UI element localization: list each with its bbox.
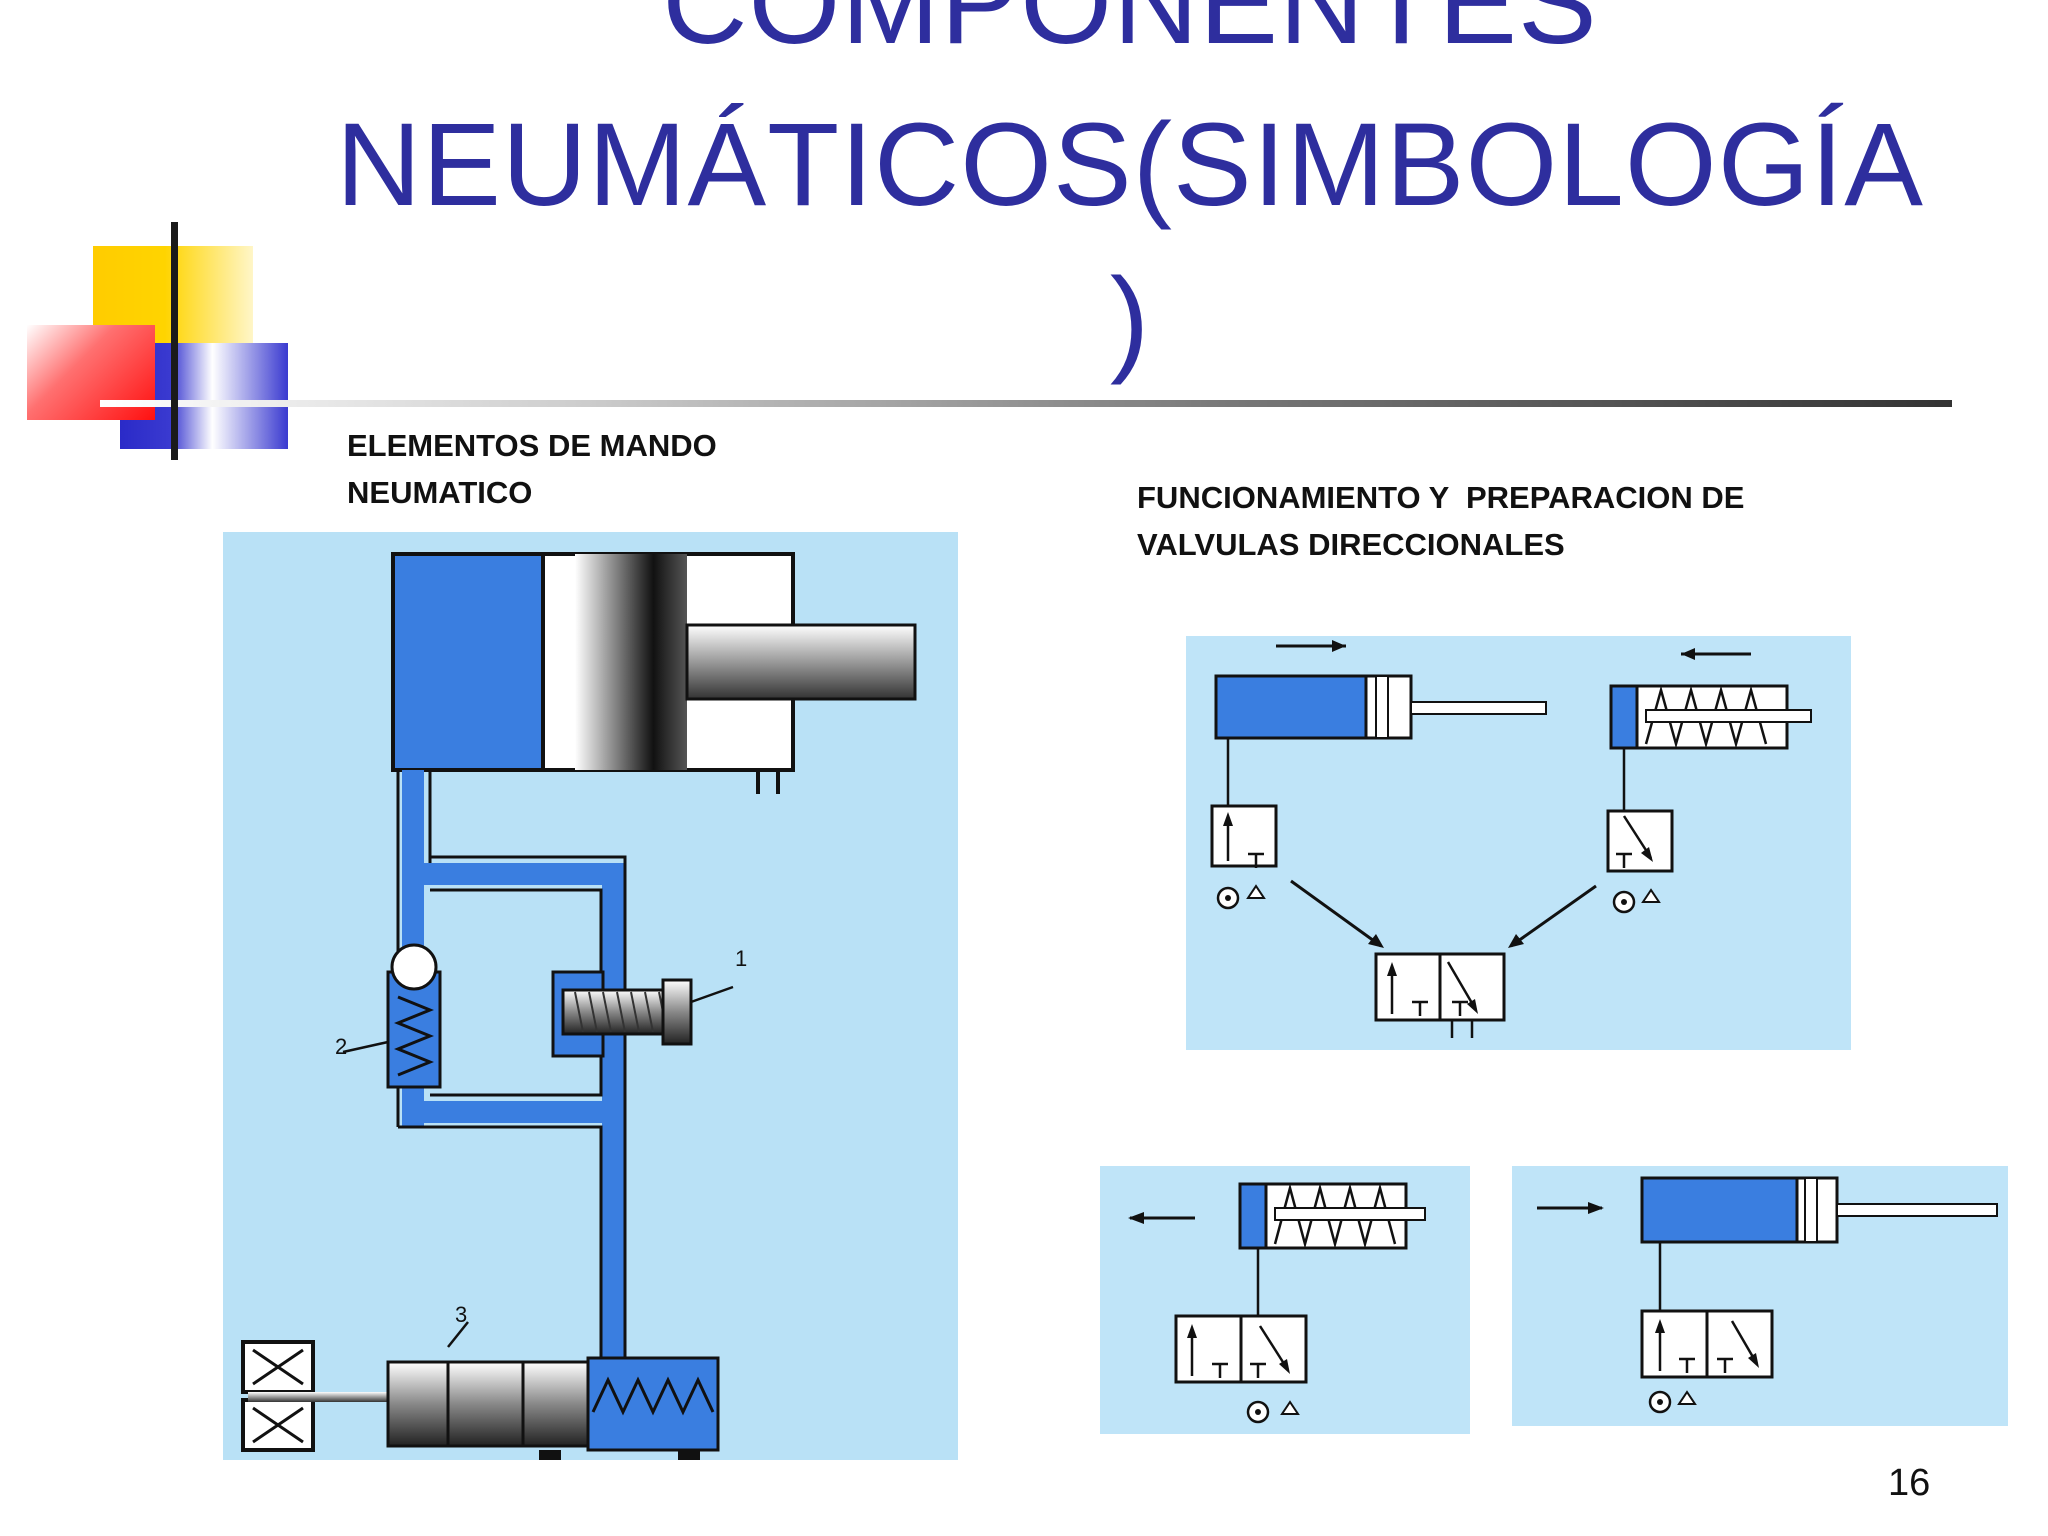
left-section-heading: ELEMENTOS DE MANDO NEUMATICO bbox=[347, 428, 717, 510]
callout-1: 1 bbox=[735, 946, 747, 971]
slide-title-line-3: ) bbox=[1109, 254, 1151, 386]
slide-title-line-1: COMPONENTES bbox=[662, 0, 1598, 69]
single-acting-cylinder-advance-diagram bbox=[1512, 1166, 2008, 1426]
right-section-heading: FUNCIONAMIENTO Y PREPARACION DE VALVULAS… bbox=[1137, 480, 1745, 562]
callout-2: 2 bbox=[335, 1034, 347, 1059]
slide-title-line-2: NEUMÁTICOS(SIMBOLOGÍA bbox=[336, 99, 1924, 231]
page-number: 16 bbox=[1888, 1462, 1931, 1504]
callout-3: 3 bbox=[455, 1302, 467, 1327]
decor-vertical-bar bbox=[171, 222, 178, 460]
single-acting-cylinder-return-diagram bbox=[1100, 1166, 1470, 1434]
pneumatic-control-diagram: 2 1 3 bbox=[223, 532, 958, 1460]
valve-function-diagram bbox=[1186, 636, 1851, 1050]
title-underline bbox=[100, 400, 1952, 407]
